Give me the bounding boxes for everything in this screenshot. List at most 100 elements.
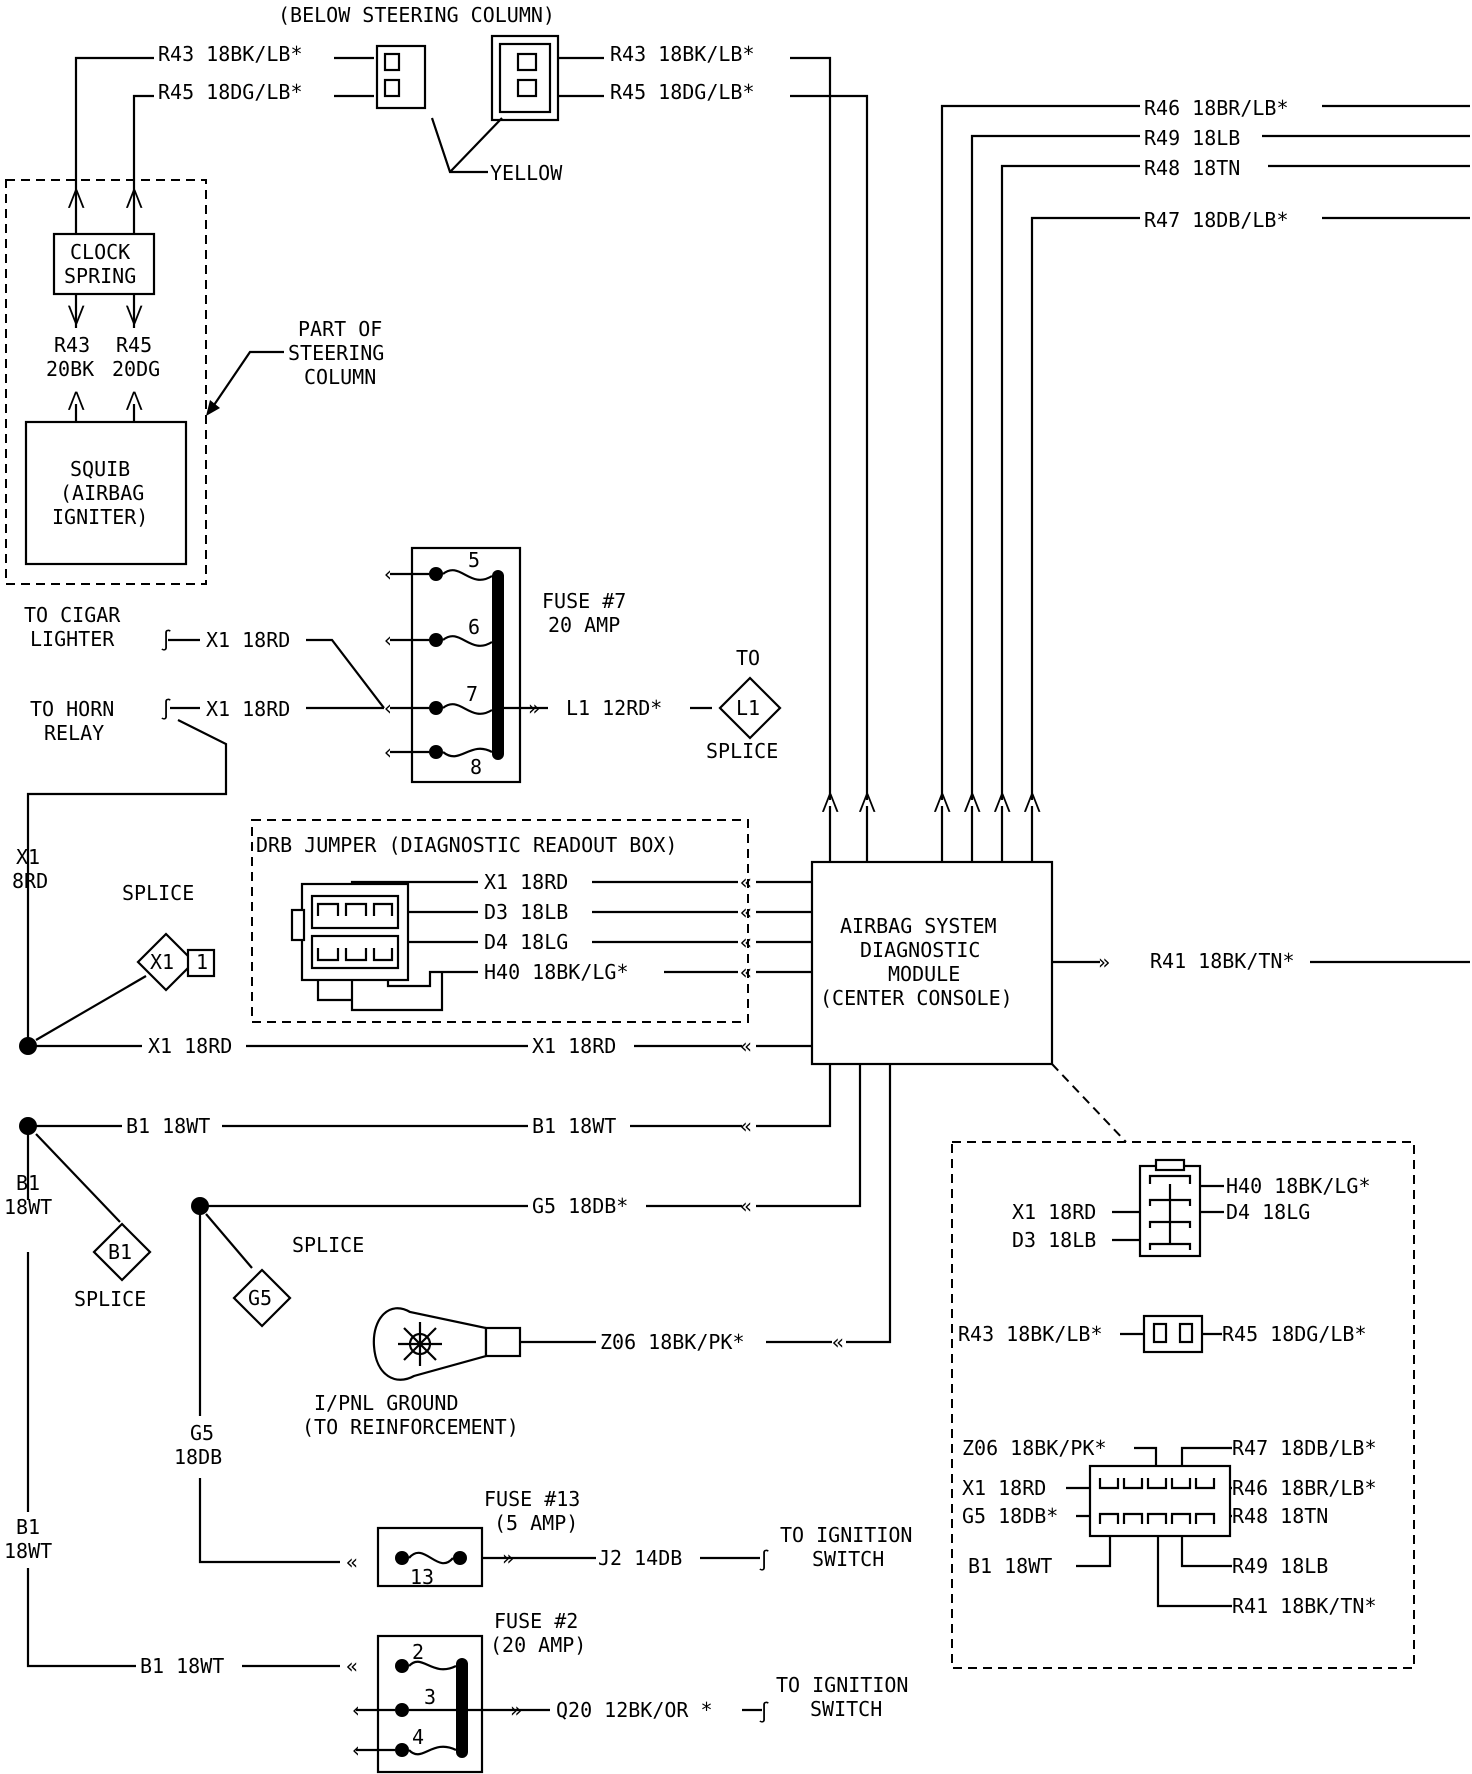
g5-splice-leader bbox=[205, 1213, 253, 1269]
wire-r43-right: R43 18BK/LB* bbox=[610, 42, 755, 66]
r45-left-path bbox=[132, 94, 374, 210]
x1-splice-diamond bbox=[136, 932, 196, 992]
connector-mark: ⋀ bbox=[67, 387, 85, 411]
wire-z06: Z06 18BK/PK* bbox=[600, 1330, 745, 1354]
x1-splice-leader bbox=[35, 975, 147, 1041]
wire-l1: L1 12RD* bbox=[566, 696, 662, 720]
b1-splice-id: B1 bbox=[108, 1240, 132, 1264]
connector-mark: » bbox=[1098, 950, 1110, 974]
fuse13-to: SWITCH bbox=[812, 1547, 884, 1571]
inset-module-connector bbox=[1088, 1464, 1232, 1538]
l1-splice-id: L1 bbox=[736, 696, 760, 720]
wire-r49: R49 18LB bbox=[1144, 126, 1240, 150]
inset-drb-connector bbox=[1138, 1158, 1202, 1258]
fuse13-pin bbox=[395, 1551, 409, 1565]
connector-mark: ‹ bbox=[382, 740, 394, 764]
steering-column-note: (BELOW STEERING COLUMN) bbox=[278, 3, 555, 27]
inset-z06: Z06 18BK/PK* bbox=[962, 1436, 1107, 1460]
r43-left-path bbox=[74, 56, 374, 210]
fuse2-pin2: 2 bbox=[412, 1640, 424, 1664]
connector-inset-box bbox=[951, 1141, 1415, 1669]
wire-r45-right: R45 18DG/LB* bbox=[610, 80, 755, 104]
drb-wire-d4: D4 18LG bbox=[484, 930, 568, 954]
inset-r48: R48 18TN bbox=[1232, 1504, 1328, 1528]
inset-r41: R41 18BK/TN* bbox=[1232, 1594, 1377, 1618]
fuse2-to: SWITCH bbox=[810, 1697, 882, 1721]
inset-squib-connector bbox=[1142, 1314, 1204, 1354]
squib bbox=[24, 420, 188, 566]
drb-wires bbox=[316, 880, 478, 1012]
b1-code: B1 bbox=[16, 1171, 40, 1195]
wire-r48: R48 18TN bbox=[1144, 156, 1240, 180]
fuse2-pins bbox=[356, 1659, 457, 1757]
wire-g5: G5 18DB* bbox=[532, 1194, 628, 1218]
b1-splice-label: SPLICE bbox=[74, 1287, 146, 1311]
b1-gauge: 18WT bbox=[4, 1195, 52, 1219]
drb-title: DRB JUMPER (DIAGNOSTIC READOUT BOX) bbox=[256, 833, 677, 857]
fuse7-title: 20 AMP bbox=[548, 613, 620, 637]
svg-text:«: « bbox=[740, 960, 752, 984]
g5-splice-label: SPLICE bbox=[292, 1233, 364, 1257]
b1-splice-diamond bbox=[92, 1222, 152, 1282]
inset-d3: D3 18LB bbox=[1012, 1228, 1096, 1252]
wire-x1-bottom-right: X1 18RD bbox=[532, 1034, 616, 1058]
drb-to-module bbox=[592, 880, 812, 974]
x1-splice-label: SPLICE bbox=[122, 881, 194, 905]
inset-module-wires bbox=[1066, 1446, 1232, 1608]
wire-r41: R41 18BK/TN* bbox=[1150, 949, 1295, 973]
inset-drb-wires bbox=[1112, 1184, 1224, 1242]
connector-mark: » bbox=[502, 1546, 514, 1570]
r49-path bbox=[970, 134, 1470, 800]
fuse2-title: (20 AMP) bbox=[490, 1633, 586, 1657]
fuse7-pin7: 7 bbox=[466, 682, 478, 706]
fuse7-pin8: 8 bbox=[470, 755, 482, 779]
connector-mark: ∫ bbox=[758, 1700, 770, 1724]
r43-code: R43 bbox=[54, 333, 90, 357]
x1-gauge: 8RD bbox=[12, 869, 48, 893]
clock-spring bbox=[52, 232, 156, 296]
clock-wires bbox=[74, 210, 136, 422]
connector-mark: « bbox=[740, 1114, 752, 1138]
inset-r43: R43 18BK/LB* bbox=[958, 1322, 1103, 1346]
fuse2-pin3: 3 bbox=[424, 1685, 436, 1709]
l1-splice-label: SPLICE bbox=[706, 739, 778, 763]
x1-code: X1 bbox=[16, 845, 40, 869]
fuse7-pins bbox=[390, 567, 493, 759]
svg-text:«: « bbox=[740, 870, 752, 894]
r46-path bbox=[940, 104, 1470, 800]
connector-mark: « bbox=[346, 1654, 358, 1678]
x1-splice-tab bbox=[186, 948, 216, 978]
connector-mark: ‹ bbox=[350, 1738, 362, 1762]
cigar-lighter-label: LIGHTER bbox=[30, 627, 115, 651]
horn-relay-label: RELAY bbox=[44, 721, 104, 745]
squib-label: (AIRBAG bbox=[60, 481, 144, 505]
wire-horn: X1 18RD bbox=[206, 697, 290, 721]
fuse13-pin bbox=[453, 1551, 467, 1565]
steering-connector-left bbox=[375, 44, 427, 110]
squib-label: SQUIB bbox=[70, 457, 130, 481]
fuse13-element bbox=[408, 1551, 454, 1565]
b1-splice-leader bbox=[35, 1133, 121, 1223]
drb-wire-x1: X1 18RD bbox=[484, 870, 568, 894]
fuse13-num: 13 bbox=[410, 1565, 434, 1589]
r45-gauge: 20DG bbox=[112, 357, 160, 381]
fuse2-to: TO IGNITION bbox=[776, 1673, 908, 1697]
arrowhead bbox=[206, 400, 220, 416]
cigar-lighter-label: TO CIGAR bbox=[24, 603, 121, 627]
svg-text:«: « bbox=[740, 900, 752, 924]
part-of-leader bbox=[211, 350, 284, 409]
b1-code-2: B1 bbox=[16, 1515, 40, 1539]
l1-to-label: TO bbox=[736, 646, 760, 670]
yellow-label: YELLOW bbox=[490, 161, 563, 185]
module-label: AIRBAG SYSTEM bbox=[840, 914, 997, 938]
connector-mark: ⋀ bbox=[125, 185, 143, 209]
inset-r49: R49 18LB bbox=[1232, 1554, 1328, 1578]
cigar-path bbox=[168, 638, 385, 709]
svg-text:⋀: ⋀ bbox=[1023, 789, 1041, 813]
part-of-steering-label: STEERING bbox=[288, 341, 384, 365]
module-label: (CENTER CONSOLE) bbox=[820, 986, 1013, 1010]
svg-text:⋀: ⋀ bbox=[993, 789, 1011, 813]
svg-text:⋀: ⋀ bbox=[858, 789, 876, 813]
wire-r43-left: R43 18BK/LB* bbox=[158, 42, 303, 66]
connector-mark: » bbox=[528, 696, 540, 720]
